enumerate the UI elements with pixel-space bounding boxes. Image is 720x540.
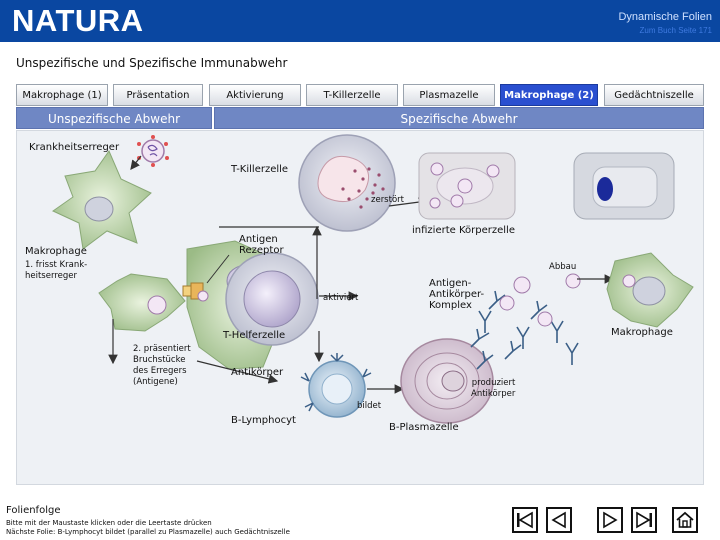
- label-antikoerper: Antikörper: [231, 367, 284, 378]
- macrophage-bottom-left: [98, 273, 186, 332]
- macrophage-top-left: [52, 149, 152, 250]
- label-infizierte-koerperzelle: infizierte Körperzelle: [412, 225, 515, 236]
- first-slide-button[interactable]: [512, 507, 538, 533]
- label-bildet: bildet: [357, 401, 382, 411]
- label-antigen-antikoerper-komplex: Antigen- Antikörper- Komplex: [429, 278, 485, 311]
- prev-icon: [551, 511, 566, 529]
- label-zerstoert: zerstört: [371, 195, 404, 205]
- step-aktivierung[interactable]: Aktivierung: [209, 84, 301, 106]
- label-makrophage-left: Makrophage: [25, 246, 87, 257]
- healthy-body-cell: [573, 152, 675, 220]
- label-abbau: Abbau: [549, 262, 577, 272]
- header-bar: NATURA Dynamische Folien Zum Buch Seite …: [0, 0, 720, 42]
- home-button[interactable]: [672, 507, 698, 533]
- next-slide-button[interactable]: [597, 507, 623, 533]
- arrow-pathogen-to-macrophage: [130, 155, 142, 170]
- last-slide-button[interactable]: [631, 507, 657, 533]
- next-icon: [603, 511, 618, 529]
- label-t-killerzelle: T-Killerzelle: [231, 164, 289, 175]
- t-killer-cell: [298, 134, 396, 232]
- last-icon: [636, 511, 652, 529]
- diagram-stage: Krankheitserreger T-Killerzelle zerstört…: [16, 130, 704, 485]
- label-krankheitserreger: Krankheitserreger: [29, 142, 120, 153]
- step-makrophage-2[interactable]: Makrophage (2): [500, 84, 598, 106]
- step-t-killerzelle[interactable]: T-Killerzelle: [306, 84, 398, 106]
- step-makrophage-1[interactable]: Makrophage (1): [16, 84, 108, 106]
- infected-body-cell: [418, 152, 516, 220]
- label-aktiviert: aktiviert: [323, 293, 359, 303]
- label-makrophage-right: Makrophage: [611, 327, 673, 338]
- phase-unspecific: Unspezifische Abwehr: [16, 107, 212, 129]
- footer-instruction: Bitte mit der Maustaste klicken oder die…: [6, 519, 212, 527]
- first-icon: [517, 511, 533, 529]
- antibodies: [470, 290, 579, 370]
- pathogen-top: [137, 135, 169, 167]
- t-helper-cell: [225, 252, 319, 346]
- step-gedaechtniszelle[interactable]: Gedächtniszelle: [604, 84, 704, 106]
- arrow-present-to-b-cell: [196, 360, 279, 384]
- home-icon: [676, 511, 694, 528]
- b-plasma-cell: [400, 338, 494, 424]
- step-praesentation[interactable]: Präsentation: [113, 84, 203, 106]
- natura-logo: NATURA: [12, 3, 144, 38]
- footer-title: Folienfolge: [6, 505, 61, 516]
- label-frisst: 1. frisst Krank- heitserreger: [25, 260, 88, 281]
- step-navigation: Makrophage (1) Präsentation Aktivierung …: [16, 84, 704, 106]
- b-lymphocyte: [300, 353, 372, 418]
- label-antigen-rezeptor: Antigen Rezeptor: [239, 234, 284, 256]
- header-subtitle: Dynamische Folien: [618, 11, 712, 23]
- step-plasmazelle[interactable]: Plasmazelle: [403, 84, 495, 106]
- footer-next-slide: Nächste Folie: B-Lymphocyt bildet (paral…: [6, 528, 290, 536]
- label-produziert-antikoerper: produziert Antikörper: [471, 378, 516, 399]
- macrophage-right: [606, 252, 694, 328]
- diagram-graphics: [52, 134, 694, 424]
- label-b-lymphocyt: B-Lymphocyt: [231, 415, 296, 426]
- line-antigen-receptor: [206, 254, 230, 284]
- antigen-antibody-complexes: [499, 273, 581, 327]
- prev-slide-button[interactable]: [546, 507, 572, 533]
- phase-bar: Unspezifische Abwehr Spezifische Abwehr: [16, 107, 704, 129]
- page-title: Unspezifische und Spezifische Immunabweh…: [16, 56, 288, 70]
- label-b-plasmazelle: B-Plasmazelle: [389, 422, 459, 433]
- label-t-helferzelle: T-Helferzelle: [223, 330, 286, 341]
- phase-specific: Spezifische Abwehr: [214, 107, 704, 129]
- label-praesentiert: 2. präsentiert Bruchstücke des Erregers …: [133, 344, 191, 387]
- header-book-reference: Zum Buch Seite 171: [639, 26, 712, 35]
